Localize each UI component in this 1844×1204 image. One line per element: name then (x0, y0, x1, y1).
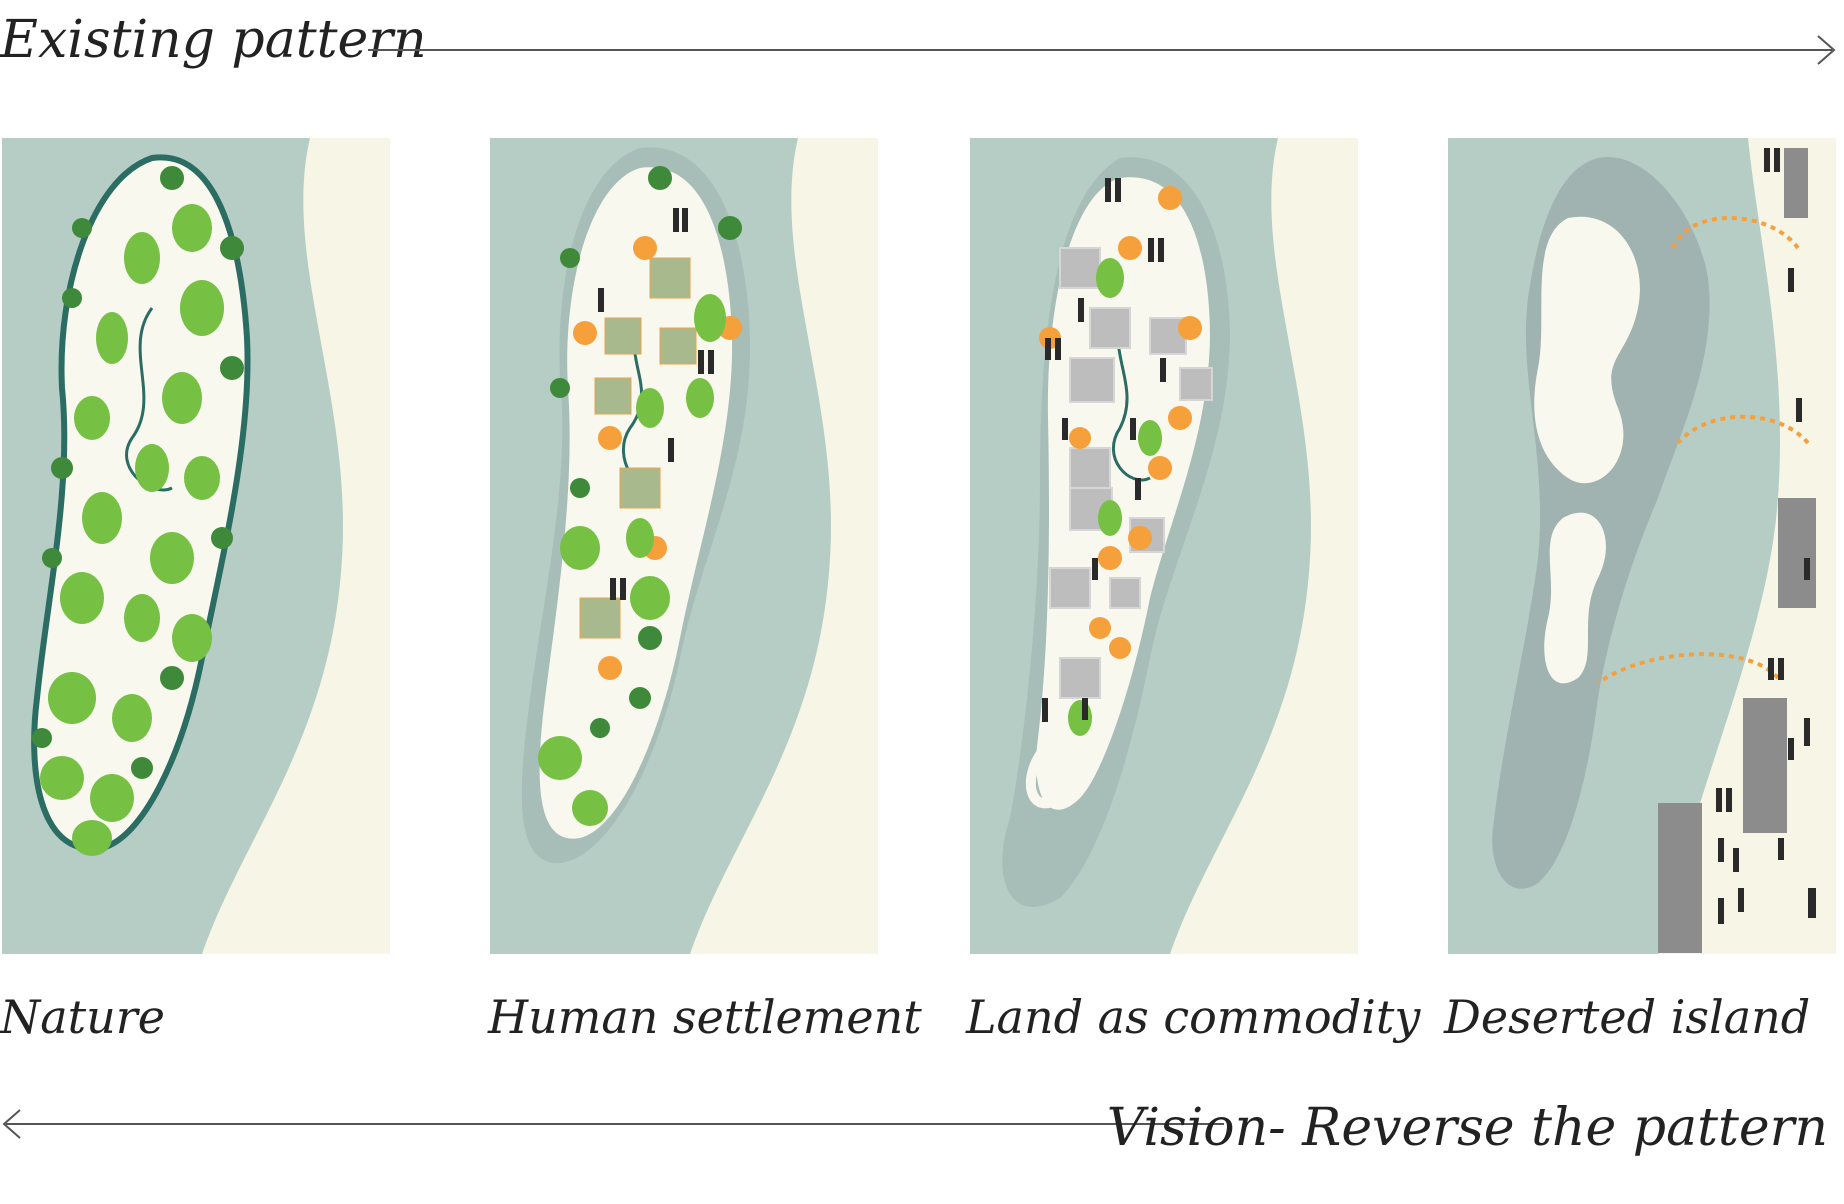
palm-trees (550, 166, 742, 738)
caption-human-settlement: Human settlement (488, 990, 922, 1044)
caption-deserted-island: Deserted island (1444, 990, 1811, 1044)
river (1112, 317, 1151, 482)
migration-arrows (1596, 216, 1810, 685)
human-settlement-panel (490, 138, 878, 954)
land-as-commodity-panel (970, 138, 1358, 954)
remaining-land (1544, 512, 1606, 684)
existing-pattern-heading: Existing pattern (0, 10, 427, 70)
people (1716, 148, 1816, 924)
forest-trees (40, 204, 224, 856)
people (598, 208, 714, 600)
palm-trees (32, 166, 244, 779)
deserted-island-panel (1448, 138, 1836, 954)
trees (1068, 258, 1162, 736)
shoreline-sand (690, 138, 878, 954)
remaining-land (1534, 216, 1640, 484)
trees (538, 294, 726, 826)
left-arrow-icon (2, 1109, 1224, 1139)
huts (1039, 186, 1202, 659)
huts (573, 236, 742, 680)
tower-buildings (1658, 148, 1816, 953)
caption-nature: Nature (0, 990, 165, 1044)
right-arrow-icon (368, 35, 1836, 65)
shoreline-sand (1170, 138, 1358, 954)
vision-heading: Vision- Reverse the pattern (1106, 1098, 1828, 1158)
reclaimed-ring (1025, 743, 1080, 809)
nature-panel (2, 138, 390, 954)
caption-land-as-commodity: Land as commodity (966, 990, 1421, 1044)
crop-fields (579, 257, 697, 639)
shoreline-sand (202, 138, 390, 954)
people (1042, 178, 1166, 722)
